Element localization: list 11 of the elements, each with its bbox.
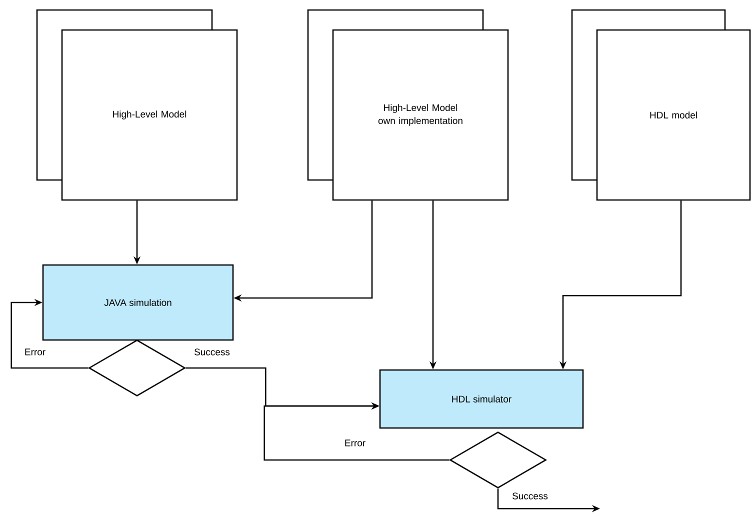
process-box: JAVA simulation xyxy=(42,264,234,341)
document-stack: HDL model xyxy=(571,9,751,201)
process-box: HDL simulator xyxy=(379,369,584,429)
edge-label: Success xyxy=(512,492,548,500)
document-stack: High-Level Model own implementation xyxy=(307,9,509,201)
edge-label: Error xyxy=(345,440,366,446)
arrow xyxy=(264,402,450,461)
edge-label: Success xyxy=(194,348,230,356)
arrow xyxy=(10,298,88,369)
edge-label: Error xyxy=(25,348,46,356)
document-stack: High-Level Model xyxy=(36,9,238,201)
